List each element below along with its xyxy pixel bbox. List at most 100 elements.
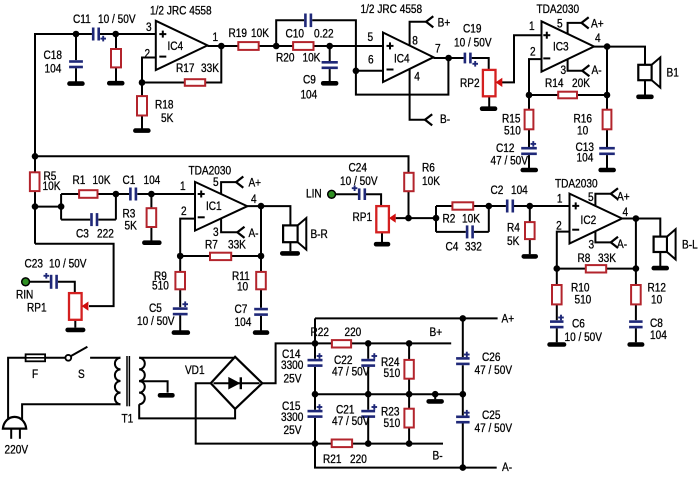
svg-text:20K: 20K	[572, 77, 590, 90]
svg-text:10 / 50V: 10 / 50V	[454, 37, 492, 50]
svg-text:33K: 33K	[201, 62, 219, 75]
svg-text:1: 1	[529, 20, 535, 33]
svg-text:510: 510	[504, 125, 521, 138]
svg-text:104: 104	[576, 152, 593, 165]
svg-text:3: 3	[146, 21, 152, 34]
svg-text:C5: C5	[149, 302, 162, 315]
svg-text:B-R: B-R	[310, 228, 327, 241]
svg-text:R9: R9	[154, 270, 167, 283]
svg-text:4: 4	[595, 32, 601, 45]
svg-text:RP1: RP1	[352, 211, 372, 224]
svg-text:RP1: RP1	[27, 302, 47, 315]
svg-text:2: 2	[181, 205, 187, 218]
svg-text:10K: 10K	[92, 174, 110, 187]
svg-text:LIN: LIN	[306, 188, 322, 201]
svg-text:10K: 10K	[302, 52, 320, 65]
svg-text:10 / 50V: 10 / 50V	[340, 175, 378, 188]
svg-text:R20: R20	[276, 52, 294, 65]
svg-text:510: 510	[152, 280, 169, 293]
svg-text:A+: A+	[617, 191, 630, 204]
svg-text:104: 104	[300, 89, 317, 102]
svg-text:3: 3	[589, 239, 595, 252]
svg-text:5K: 5K	[124, 220, 137, 233]
svg-text:B1: B1	[667, 67, 679, 80]
svg-text:R15: R15	[502, 113, 520, 126]
svg-text:1: 1	[557, 193, 563, 206]
svg-text:10: 10	[651, 294, 662, 307]
svg-text:R10: R10	[571, 282, 589, 295]
svg-text:0.22: 0.22	[314, 28, 334, 41]
svg-text:4: 4	[414, 71, 420, 84]
svg-text:RIN: RIN	[16, 289, 33, 302]
svg-text:5: 5	[557, 18, 563, 31]
svg-text:A+: A+	[591, 18, 604, 31]
svg-text:10 / 50V: 10 / 50V	[137, 315, 175, 328]
svg-text:6: 6	[368, 54, 374, 67]
svg-text:2: 2	[556, 220, 562, 233]
svg-text:TDA2030: TDA2030	[537, 3, 580, 16]
svg-text:C2: C2	[490, 184, 503, 197]
svg-text:IC2: IC2	[581, 214, 597, 227]
svg-text:510: 510	[383, 367, 400, 380]
svg-text:IC4: IC4	[394, 53, 410, 66]
svg-text:C15: C15	[282, 400, 300, 413]
svg-text:C10: C10	[286, 28, 304, 41]
svg-text:220: 220	[350, 453, 367, 466]
svg-text:104: 104	[45, 63, 62, 76]
svg-text:C13: C13	[575, 141, 593, 154]
svg-text:R2: R2	[443, 213, 456, 226]
svg-text:TDA2030: TDA2030	[188, 165, 231, 178]
svg-text:3: 3	[213, 226, 219, 239]
svg-text:5K: 5K	[161, 112, 174, 125]
svg-text:R16: R16	[573, 113, 591, 126]
svg-text:1/2 JRC 4558: 1/2 JRC 4558	[361, 3, 423, 16]
svg-text:25V: 25V	[284, 424, 302, 437]
svg-text:10 / 50V: 10 / 50V	[49, 258, 87, 271]
svg-text:B+: B+	[429, 326, 442, 339]
svg-text:2: 2	[144, 48, 150, 61]
svg-text:C11: C11	[73, 13, 91, 26]
svg-text:10K: 10K	[251, 27, 269, 40]
svg-text:3300: 3300	[281, 359, 303, 372]
svg-text:C6: C6	[572, 318, 585, 331]
svg-text:RP2: RP2	[460, 77, 480, 90]
svg-text:C26: C26	[482, 351, 500, 364]
svg-text:5K: 5K	[507, 235, 520, 248]
svg-text:104: 104	[143, 174, 160, 187]
svg-text:R4: R4	[507, 222, 520, 235]
svg-text:C18: C18	[44, 49, 62, 62]
svg-text:10 / 50V: 10 / 50V	[564, 331, 602, 344]
svg-text:R7: R7	[205, 239, 218, 252]
svg-text:IC3: IC3	[553, 41, 569, 54]
svg-text:R1: R1	[72, 174, 85, 187]
svg-text:33K: 33K	[598, 252, 616, 265]
svg-text:220: 220	[344, 326, 361, 339]
svg-text:R21: R21	[323, 453, 341, 466]
svg-text:A+: A+	[248, 177, 261, 190]
svg-text:A-: A-	[592, 64, 602, 77]
svg-text:B+: B+	[438, 17, 451, 30]
svg-text:C9: C9	[303, 74, 316, 87]
svg-text:IC4: IC4	[167, 40, 183, 53]
svg-text:R6: R6	[422, 162, 435, 175]
svg-text:510: 510	[383, 417, 400, 430]
svg-text:10: 10	[237, 281, 248, 294]
svg-text:220V: 220V	[5, 444, 29, 457]
svg-text:10 / 50V: 10 / 50V	[98, 13, 136, 26]
svg-text:5: 5	[213, 176, 219, 189]
svg-text:2: 2	[530, 46, 536, 59]
svg-text:F: F	[32, 368, 38, 381]
svg-text:47 / 50V: 47 / 50V	[475, 364, 513, 377]
svg-text:C19: C19	[463, 23, 481, 36]
svg-text:33K: 33K	[228, 239, 246, 252]
svg-text:R14: R14	[545, 77, 563, 90]
svg-text:5: 5	[588, 191, 594, 204]
svg-text:R5: R5	[44, 170, 57, 183]
svg-text:104: 104	[235, 316, 252, 329]
svg-text:C21: C21	[336, 404, 354, 417]
svg-text:25V: 25V	[284, 373, 302, 386]
svg-text:1/2 JRC 4558: 1/2 JRC 4558	[150, 5, 212, 18]
svg-text:47 / 50V: 47 / 50V	[490, 155, 528, 168]
svg-text:A-: A-	[248, 227, 258, 240]
svg-text:C22: C22	[334, 354, 352, 367]
